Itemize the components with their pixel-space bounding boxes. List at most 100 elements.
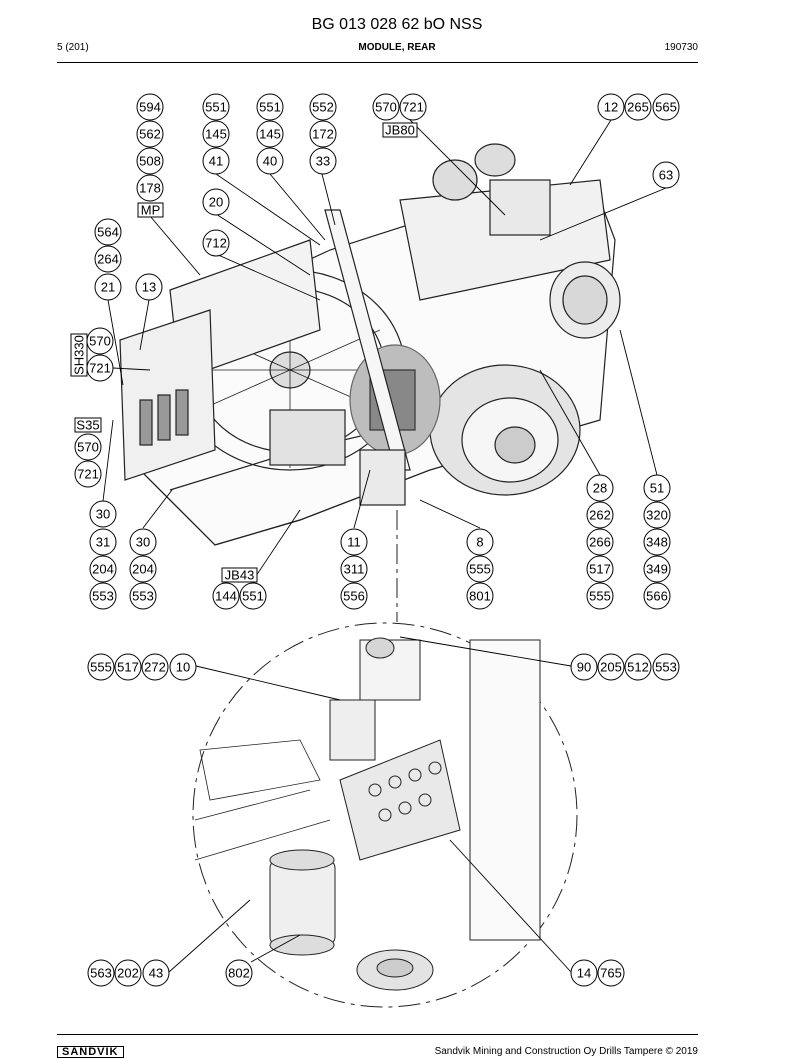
callout-number: 555 <box>469 562 491 577</box>
callout-balloon: 555 <box>586 582 614 610</box>
callout-number: 555 <box>589 589 611 604</box>
callout-balloon: 801 <box>466 582 494 610</box>
boxed-reference-label: JB80 <box>382 122 418 138</box>
callout-number: 553 <box>132 589 154 604</box>
callout-balloon: 594 <box>136 93 164 121</box>
callout-number: 311 <box>344 562 365 577</box>
callout-number: 21 <box>101 280 115 295</box>
callout-number: 63 <box>659 168 673 183</box>
callout-number: 14 <box>577 966 591 981</box>
callout-balloon: 553 <box>652 653 680 681</box>
callout-balloon: 51 <box>643 474 671 502</box>
callout-number: 594 <box>139 100 161 115</box>
callout-number: 41 <box>209 154 223 169</box>
callout-balloon: 570 <box>86 327 114 355</box>
callout-balloon: 8 <box>466 528 494 556</box>
callout-number: 553 <box>92 589 114 604</box>
callout-balloon: 204 <box>129 555 157 583</box>
callout-balloon: 144 <box>212 582 240 610</box>
callout-number: 202 <box>117 966 139 981</box>
callout-number: 20 <box>209 195 223 210</box>
callout-number: 13 <box>142 280 156 295</box>
callout-number: 348 <box>646 535 668 550</box>
callout-balloon: 13 <box>135 273 163 301</box>
callout-balloon: 30 <box>129 528 157 556</box>
boxed-label-text: JB80 <box>385 123 415 138</box>
callout-number: 551 <box>242 589 264 604</box>
callout-balloon: 145 <box>256 120 284 148</box>
callout-number: 349 <box>646 562 668 577</box>
callout-balloon: 33 <box>309 147 337 175</box>
callout-balloon: 40 <box>256 147 284 175</box>
callout-balloon: 721 <box>74 460 102 488</box>
callout-balloon: 517 <box>114 653 142 681</box>
callout-number: 12 <box>604 100 618 115</box>
callout-number: 508 <box>139 154 161 169</box>
boxed-label-text: SH330 <box>72 335 87 375</box>
callout-number: 10 <box>176 660 190 675</box>
callout-number: 172 <box>312 127 334 142</box>
callout-balloon: 553 <box>89 582 117 610</box>
callout-number: 562 <box>139 127 161 142</box>
callout-balloon: 802 <box>225 959 253 987</box>
callout-balloon: 12 <box>597 93 625 121</box>
callout-number: 566 <box>646 589 668 604</box>
boxed-label-text: MP <box>141 203 161 218</box>
callout-number: 51 <box>650 481 664 496</box>
callout-number: 31 <box>96 535 110 550</box>
machine-illustration <box>119 143 621 546</box>
footer-rule <box>57 1034 698 1035</box>
callout-balloon: 30 <box>89 500 117 528</box>
leader-lines <box>102 119 667 973</box>
callout-number: 205 <box>600 660 622 675</box>
callout-balloon: 721 <box>86 354 114 382</box>
callout-number: 90 <box>577 660 591 675</box>
callout-number: 28 <box>593 481 607 496</box>
boxed-reference-label: JB43 <box>221 567 258 583</box>
callout-balloon: 712 <box>202 229 230 257</box>
callout-balloon: 21 <box>94 273 122 301</box>
callout-number: 721 <box>89 361 111 376</box>
detail-view <box>192 510 578 1008</box>
callout-balloon: 553 <box>129 582 157 610</box>
callout-balloon: 508 <box>136 147 164 175</box>
callout-balloon: 551 <box>256 93 284 121</box>
callout-number: 563 <box>90 966 112 981</box>
callout-balloon: 43 <box>142 959 170 987</box>
callout-number: 266 <box>589 535 611 550</box>
callout-balloon: 551 <box>202 93 230 121</box>
callout-balloon: 264 <box>94 245 122 273</box>
callout-balloon: 551 <box>239 582 267 610</box>
callout-balloon: 562 <box>136 120 164 148</box>
callout-balloon: 262 <box>586 501 614 529</box>
callout-number: 204 <box>92 562 114 577</box>
callout-number: 553 <box>655 660 677 675</box>
callout-balloon: 570 <box>372 93 400 121</box>
callout-balloon: 202 <box>114 959 142 987</box>
callout-balloon: 172 <box>309 120 337 148</box>
callout-number: 320 <box>646 508 668 523</box>
callout-number: 570 <box>375 100 397 115</box>
callout-balloon: 570 <box>74 433 102 461</box>
callout-balloon: 204 <box>89 555 117 583</box>
callout-number: 145 <box>259 127 281 142</box>
callout-number: 272 <box>144 660 166 675</box>
callout-balloon: 63 <box>652 161 680 189</box>
callout-balloon: 765 <box>597 959 625 987</box>
callout-balloon: 41 <box>202 147 230 175</box>
callout-balloon: 31 <box>89 528 117 556</box>
callout-number: 33 <box>316 154 330 169</box>
callout-number: 40 <box>263 154 277 169</box>
boxed-reference-label: SH330 <box>70 333 88 377</box>
callout-number: 517 <box>589 562 611 577</box>
callout-number: 801 <box>469 589 491 604</box>
callout-number: 30 <box>136 535 150 550</box>
callout-number: 552 <box>312 100 334 115</box>
callout-balloon: 265 <box>624 93 652 121</box>
callout-number: 262 <box>589 508 611 523</box>
callout-balloon: 11 <box>340 528 368 556</box>
callout-balloon: 349 <box>643 555 671 583</box>
